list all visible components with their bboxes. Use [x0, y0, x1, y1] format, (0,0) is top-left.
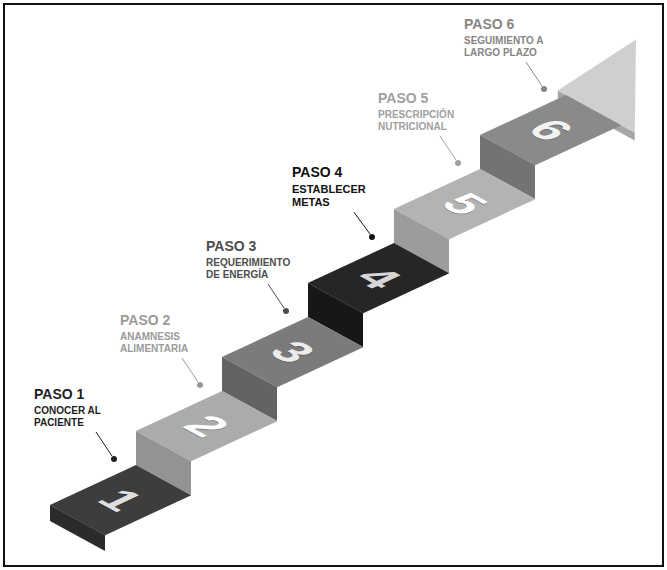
- step-number: 1: [88, 484, 152, 516]
- step-number: 4: [346, 262, 410, 294]
- step-description: PRESCRIPCIÓN NUTRICIONAL: [378, 109, 466, 132]
- step-heading: PASO 4: [292, 165, 342, 180]
- leader-line: [354, 212, 370, 234]
- leader-line: [96, 432, 112, 456]
- leader-dot: [283, 308, 289, 314]
- leader-line: [268, 284, 284, 308]
- leader-line: [182, 358, 198, 382]
- step-heading: PASO 2: [120, 313, 170, 328]
- step-description: REQUERIMIENTO DE ENERGÍA: [206, 257, 294, 280]
- leader-dot: [197, 382, 203, 388]
- step-heading: PASO 5: [378, 91, 428, 106]
- step-description: ANAMNESIS ALIMENTARIA: [120, 331, 208, 354]
- frame: [4, 4, 663, 566]
- leader-dot: [369, 234, 375, 240]
- step-number: 6: [518, 114, 582, 146]
- step-heading: PASO 6: [464, 17, 514, 32]
- step-heading: PASO 1: [34, 387, 84, 402]
- step-heading: PASO 3: [206, 239, 256, 254]
- leader-line: [440, 136, 456, 160]
- step-description: SEGUIMIENTO A LARGO PLAZO: [464, 35, 552, 58]
- leader-dot: [541, 86, 547, 92]
- step-number: 3: [260, 336, 324, 368]
- step-number: 2: [174, 410, 238, 442]
- leader-dot: [455, 160, 461, 166]
- step-description: CONOCER AL PACIENTE: [34, 405, 122, 428]
- step-number: 5: [432, 188, 496, 220]
- step-description: ESTABLECER METAS: [292, 183, 380, 208]
- leader-line: [526, 62, 542, 86]
- leader-dot: [111, 456, 117, 462]
